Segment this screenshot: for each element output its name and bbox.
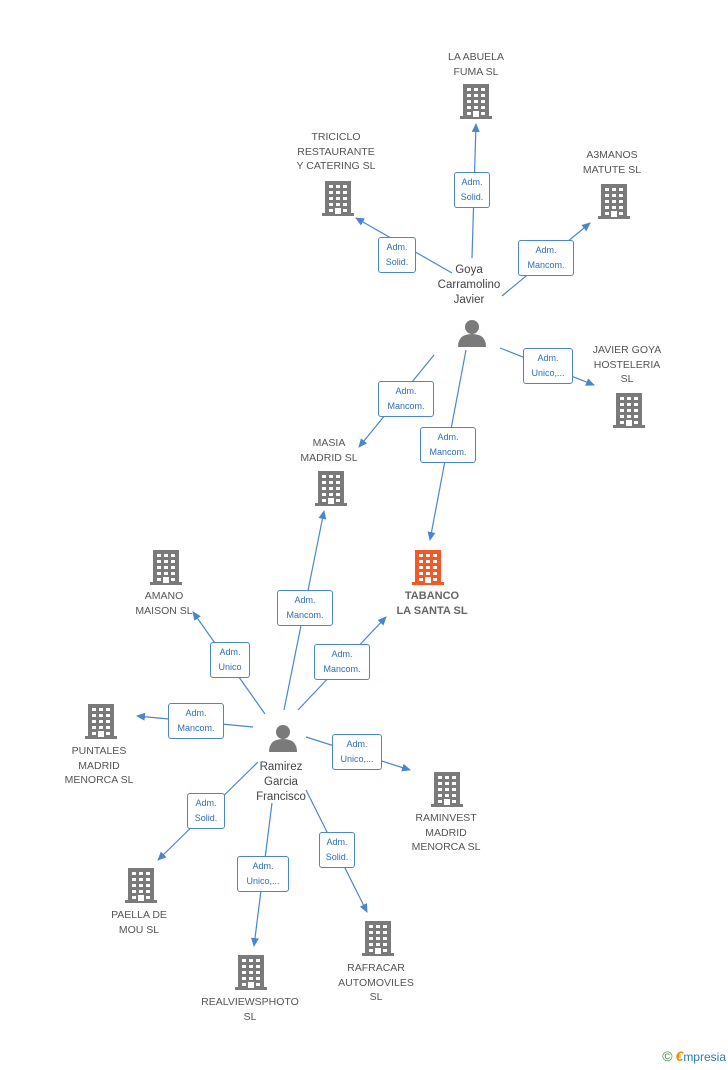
company-name[interactable]: RAFRACAR AUTOMOVILES SL — [338, 962, 414, 1003]
building-icon — [315, 471, 347, 506]
building-icon — [125, 868, 157, 903]
edge-role-label: Adm. Unico,... — [237, 856, 289, 892]
company-name[interactable]: TABANCO LA SANTA SL — [396, 590, 468, 617]
edge-role-label: Adm. Mancom. — [314, 644, 370, 680]
brand-e-icon: € — [675, 1048, 684, 1064]
company-name[interactable]: MASIA MADRID SL — [300, 437, 358, 464]
building-icon — [322, 181, 354, 216]
building-icon — [613, 393, 645, 428]
company-name[interactable]: A3MANOS MATUTE SL — [582, 149, 642, 176]
edge-role-label: Adm. Unico — [210, 642, 250, 678]
building-icon — [85, 704, 117, 739]
building-icon — [431, 772, 463, 807]
building-icon — [598, 184, 630, 219]
edge-role-label: Adm. Unico,... — [332, 734, 382, 770]
copyright-icon: © — [662, 1048, 673, 1064]
edge-role-label: Adm. Mancom. — [420, 427, 476, 463]
edge-role-label: Adm. Mancom. — [378, 381, 434, 417]
icons-layer — [85, 84, 645, 990]
person-name[interactable]: Goya Carramolino Javier — [437, 264, 501, 306]
edge-role-label: Adm. Mancom. — [518, 240, 574, 276]
building-icon — [150, 550, 182, 585]
edge-role-label: Adm. Solid. — [319, 832, 355, 868]
person-icon — [458, 320, 486, 347]
company-name[interactable]: LA ABUELA FUMA SL — [447, 51, 505, 78]
company-name[interactable]: AMANO MAISON SL — [135, 590, 193, 617]
person-name[interactable]: Ramirez Garcia Francisco — [256, 761, 306, 803]
edge-role-label: Adm. Solid. — [454, 172, 490, 208]
company-name[interactable]: RAMINVEST MADRID MENORCA SL — [411, 812, 481, 853]
building-icon — [460, 84, 492, 119]
building-icon — [235, 955, 267, 990]
brand-name: mpresia — [683, 1050, 726, 1064]
company-name[interactable]: PUNTALES MADRID MENORCA SL — [64, 745, 134, 786]
edge-role-label: Adm. Mancom. — [277, 590, 333, 626]
company-name[interactable]: JAVIER GOYA HOSTELERIA SL — [592, 344, 662, 385]
edge-role-label: Adm. Solid. — [187, 793, 225, 829]
company-name[interactable]: REALVIEWSPHOTO SL — [201, 996, 299, 1023]
edge-role-label: Adm. Solid. — [378, 237, 416, 273]
edge-role-label: Adm. Unico,... — [523, 348, 573, 384]
building-icon — [362, 921, 394, 956]
company-name[interactable]: TRICICLO RESTAURANTE Y CATERING SL — [296, 131, 376, 172]
building-icon-focus — [412, 550, 444, 585]
company-name[interactable]: PAELLA DE MOU SL — [111, 909, 167, 936]
brand-logo: ©€mpresia — [662, 1048, 726, 1064]
person-icon — [269, 725, 297, 752]
edge-role-label: Adm. Mancom. — [168, 703, 224, 739]
